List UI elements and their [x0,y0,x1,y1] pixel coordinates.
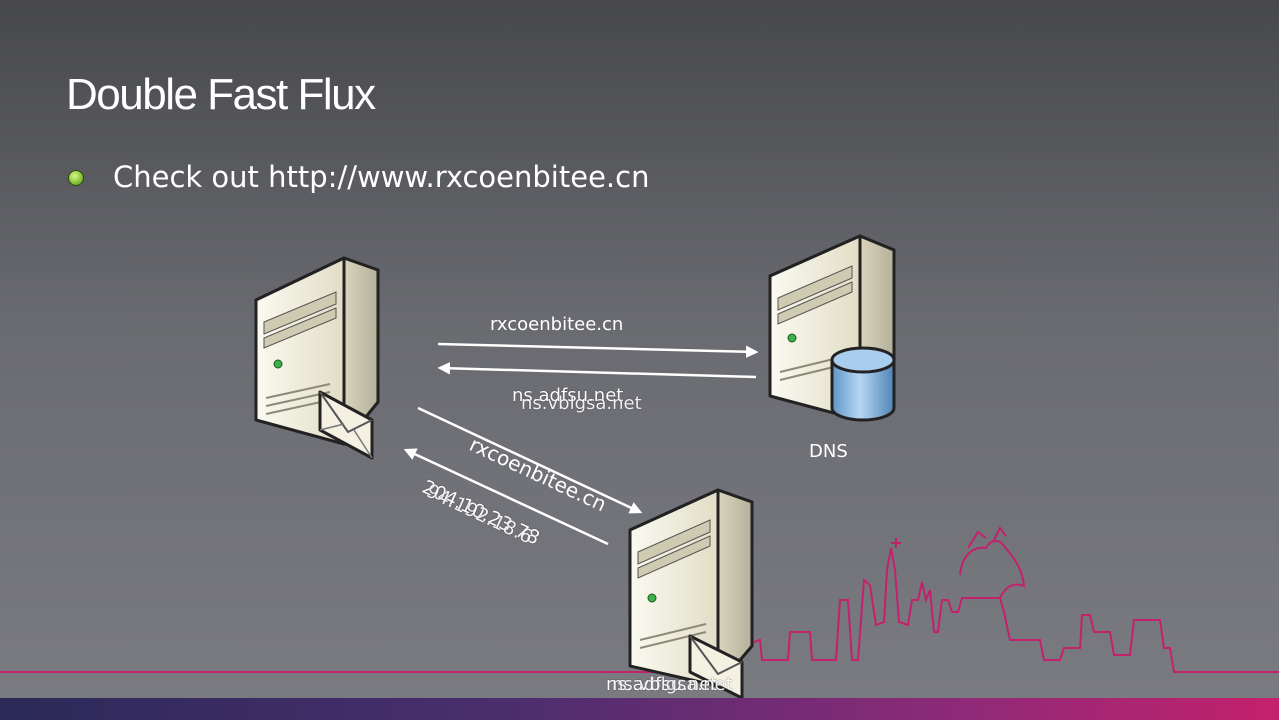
label-bottom-a: ns.adfsu.net [606,674,718,695]
arrow-query-to-dns [437,342,759,358]
arrow-reply-from-flux-agent [403,448,609,546]
arrow-query-to-flux-agent [417,406,643,514]
envelope-icon-client [318,390,374,460]
slide-title: Double Fast Flux [66,70,376,119]
server-icon-flux-agent [628,488,754,688]
label-bottom-b: ns.vblgsa.net [612,674,733,695]
arrow-reply-from-dns [437,362,757,379]
bullet-text: Check out http://www.rxcoenbitee.cn [113,160,650,194]
label-reply-top-a: ns.adfsu.net [512,385,624,406]
label-dns: DNS [809,441,848,462]
label-reply-top-b: ns.vblgsa.net [521,393,642,414]
bullet-dot-icon [68,170,84,186]
bottom-color-bar [0,698,1279,720]
label-query-top: rxcoenbitee.cn [490,314,624,335]
database-icon [830,346,896,422]
